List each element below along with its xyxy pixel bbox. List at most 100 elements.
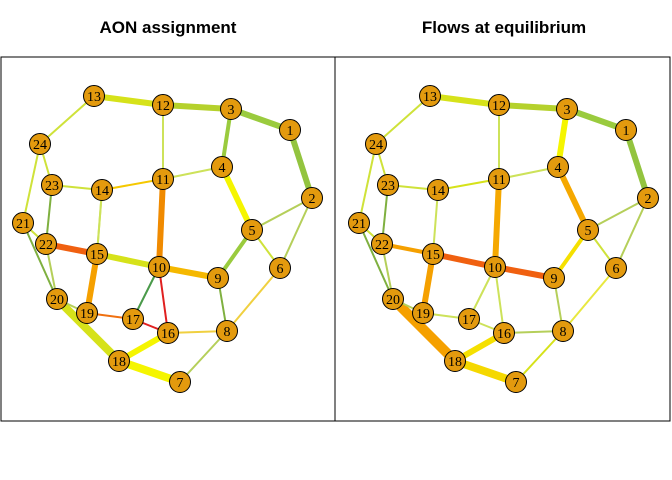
node-20 — [382, 288, 404, 310]
edge-10-16 — [494, 266, 505, 334]
edge-1-2 — [623, 127, 651, 201]
node-label-20: 20 — [386, 293, 400, 308]
node-label-19: 19 — [80, 307, 94, 322]
edge-21-20 — [358, 222, 394, 300]
node-23 — [377, 174, 399, 196]
node-1 — [279, 119, 301, 141]
node-label-1: 1 — [623, 124, 630, 139]
node-7 — [505, 371, 527, 393]
node-label-23: 23 — [381, 179, 395, 194]
node-label-20: 20 — [50, 293, 64, 308]
node-label-7: 7 — [177, 376, 184, 391]
edge-10-16 — [158, 266, 169, 334]
node-6 — [605, 257, 627, 279]
node-label-10: 10 — [152, 261, 166, 276]
node-label-19: 19 — [416, 307, 430, 322]
node-label-1: 1 — [287, 124, 294, 139]
edge-20-18 — [388, 294, 460, 366]
edge-13-12 — [427, 93, 502, 108]
node-16 — [157, 322, 179, 344]
node-7 — [169, 371, 191, 393]
edge-6-8 — [226, 267, 281, 332]
node-12 — [152, 94, 174, 116]
node-19 — [76, 302, 98, 324]
node-label-24: 24 — [369, 138, 383, 153]
node-23 — [41, 174, 63, 196]
node-24 — [29, 133, 51, 155]
edge-20-18 — [53, 295, 123, 365]
node-12 — [488, 94, 510, 116]
node-label-11: 11 — [492, 173, 505, 188]
edge-12-3 — [496, 102, 570, 112]
node-16 — [493, 322, 515, 344]
node-label-5: 5 — [249, 224, 256, 239]
panel-title-equilibrium: Flows at equilibrium — [421, 18, 587, 37]
edge-6-8 — [562, 267, 617, 332]
edge-2-6 — [279, 197, 313, 269]
node-19 — [412, 302, 434, 324]
node-label-13: 13 — [423, 90, 437, 105]
node-label-16: 16 — [497, 327, 511, 342]
node-label-6: 6 — [277, 262, 284, 277]
edge-11-10 — [492, 176, 502, 270]
node-9 — [207, 267, 229, 289]
node-label-2: 2 — [645, 192, 652, 207]
node-15 — [422, 243, 444, 265]
node-13 — [83, 85, 105, 107]
node-label-2: 2 — [309, 192, 316, 207]
node-13 — [419, 85, 441, 107]
node-3 — [220, 98, 242, 120]
node-label-8: 8 — [224, 325, 231, 340]
node-11 — [488, 168, 510, 190]
node-label-7: 7 — [513, 376, 520, 391]
node-1 — [615, 119, 637, 141]
node-label-13: 13 — [87, 90, 101, 105]
node-2 — [637, 187, 659, 209]
node-15 — [86, 243, 108, 265]
node-18 — [108, 350, 130, 372]
node-17 — [458, 308, 480, 330]
node-8 — [552, 320, 574, 342]
node-label-15: 15 — [426, 248, 440, 263]
node-label-15: 15 — [90, 248, 104, 263]
node-label-11: 11 — [156, 173, 169, 188]
edge-21-24 — [22, 143, 41, 224]
node-5 — [577, 219, 599, 241]
node-21 — [348, 212, 370, 234]
node-14 — [427, 179, 449, 201]
node-18 — [444, 350, 466, 372]
node-label-14: 14 — [431, 184, 445, 199]
node-label-21: 21 — [16, 217, 30, 232]
node-24 — [365, 133, 387, 155]
node-14 — [91, 179, 113, 201]
node-label-6: 6 — [613, 262, 620, 277]
node-17 — [122, 308, 144, 330]
edge-13-24 — [375, 95, 431, 145]
node-label-14: 14 — [95, 184, 109, 199]
node-label-21: 21 — [352, 217, 366, 232]
node-label-9: 9 — [551, 272, 558, 287]
node-10 — [148, 256, 170, 278]
node-6 — [269, 257, 291, 279]
edge-1-2 — [287, 127, 315, 201]
node-label-3: 3 — [228, 103, 235, 118]
node-label-3: 3 — [564, 103, 571, 118]
node-22 — [35, 233, 57, 255]
node-20 — [46, 288, 68, 310]
node-label-12: 12 — [492, 99, 506, 114]
node-21 — [12, 212, 34, 234]
edge-13-12 — [91, 93, 166, 108]
node-label-17: 17 — [126, 313, 140, 328]
node-10 — [484, 256, 506, 278]
node-label-4: 4 — [219, 161, 226, 176]
node-label-10: 10 — [488, 261, 502, 276]
node-4 — [547, 156, 569, 178]
edge-8-7 — [179, 330, 228, 383]
node-label-22: 22 — [375, 238, 389, 253]
edge-4-5 — [219, 164, 255, 233]
node-3 — [556, 98, 578, 120]
node-label-9: 9 — [215, 272, 222, 287]
